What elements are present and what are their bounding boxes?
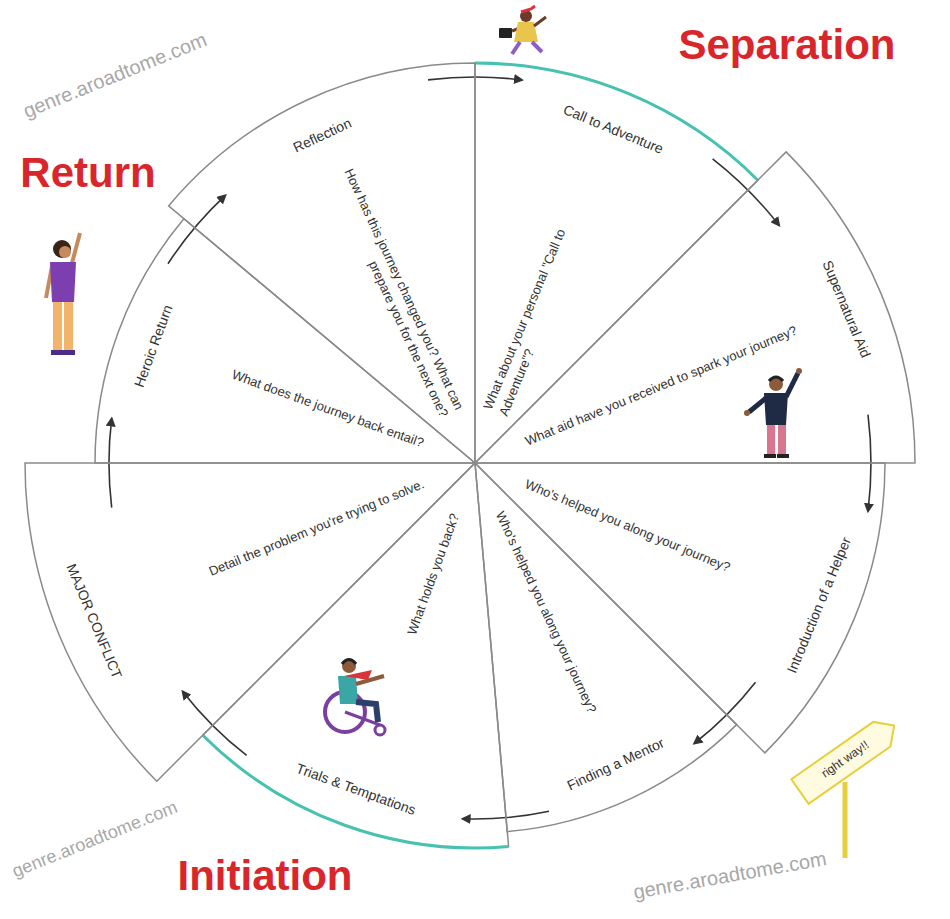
stage-name: Supernatural Aid bbox=[819, 258, 873, 360]
stage-sector: MAJOR CONFLICT Detail the problem you're … bbox=[23, 461, 477, 784]
prompt-question: Detail the problem you're trying to solv… bbox=[207, 476, 427, 580]
prompt-question: Who's helped you along your journey? bbox=[523, 476, 733, 576]
stage-sector: ReflectionHow has this journey changed y… bbox=[166, 61, 477, 465]
phase-heading: Initiation bbox=[178, 853, 353, 899]
stage-sector: Finding a Mentor Who's helped you along y… bbox=[473, 461, 739, 834]
watermark: genre.aroadtome.com bbox=[632, 847, 829, 903]
sector-border bbox=[475, 152, 915, 463]
sector-accent-arc bbox=[203, 735, 509, 848]
prompt-question: Who's helped you along your journey? bbox=[491, 509, 600, 716]
stage-name: Finding a Mentor bbox=[564, 734, 666, 793]
sector-border bbox=[169, 63, 475, 463]
sector-border bbox=[475, 463, 737, 832]
prompt-question: What holds you back? bbox=[405, 512, 465, 638]
prompt-question: What does the journey back entail? bbox=[230, 367, 427, 452]
phase-heading: Return bbox=[20, 150, 155, 196]
stage-name: MAJOR CONFLICT bbox=[63, 561, 125, 681]
sector-outline bbox=[473, 461, 739, 834]
stage-name: Call to Adventure bbox=[561, 101, 666, 157]
watermark: genre.aroadtome.com bbox=[20, 28, 210, 122]
signpost bbox=[791, 713, 902, 858]
jumping-person-figure bbox=[499, 6, 546, 54]
stage-name: Trials & Temptations bbox=[294, 760, 418, 818]
stage-sector: Supernatural AidWhat aid have you receiv… bbox=[473, 149, 917, 465]
sector-border bbox=[203, 463, 509, 848]
standing-woman-figure bbox=[46, 233, 80, 355]
watermark: genre.aroadtome.com bbox=[10, 798, 181, 882]
sector-border bbox=[475, 463, 885, 753]
standing-man-figure bbox=[744, 368, 802, 458]
wheelchair-figure bbox=[325, 659, 385, 735]
prompt-question: What aid have you received to spark your… bbox=[523, 322, 800, 450]
sector-accent-arc bbox=[475, 63, 758, 180]
stage-name: Heroic Return bbox=[131, 303, 176, 390]
stage-name: Reflection bbox=[290, 114, 353, 155]
sign-text: right way!! bbox=[819, 739, 871, 781]
phase-heading: Separation bbox=[678, 22, 895, 68]
prompt-question: How has this journey changed you? What c… bbox=[324, 166, 467, 420]
sector-border bbox=[25, 463, 475, 781]
prompt-question: What about your personal "Call to Advent… bbox=[480, 161, 613, 419]
stage-name: Introduction of a Helper bbox=[783, 535, 853, 676]
